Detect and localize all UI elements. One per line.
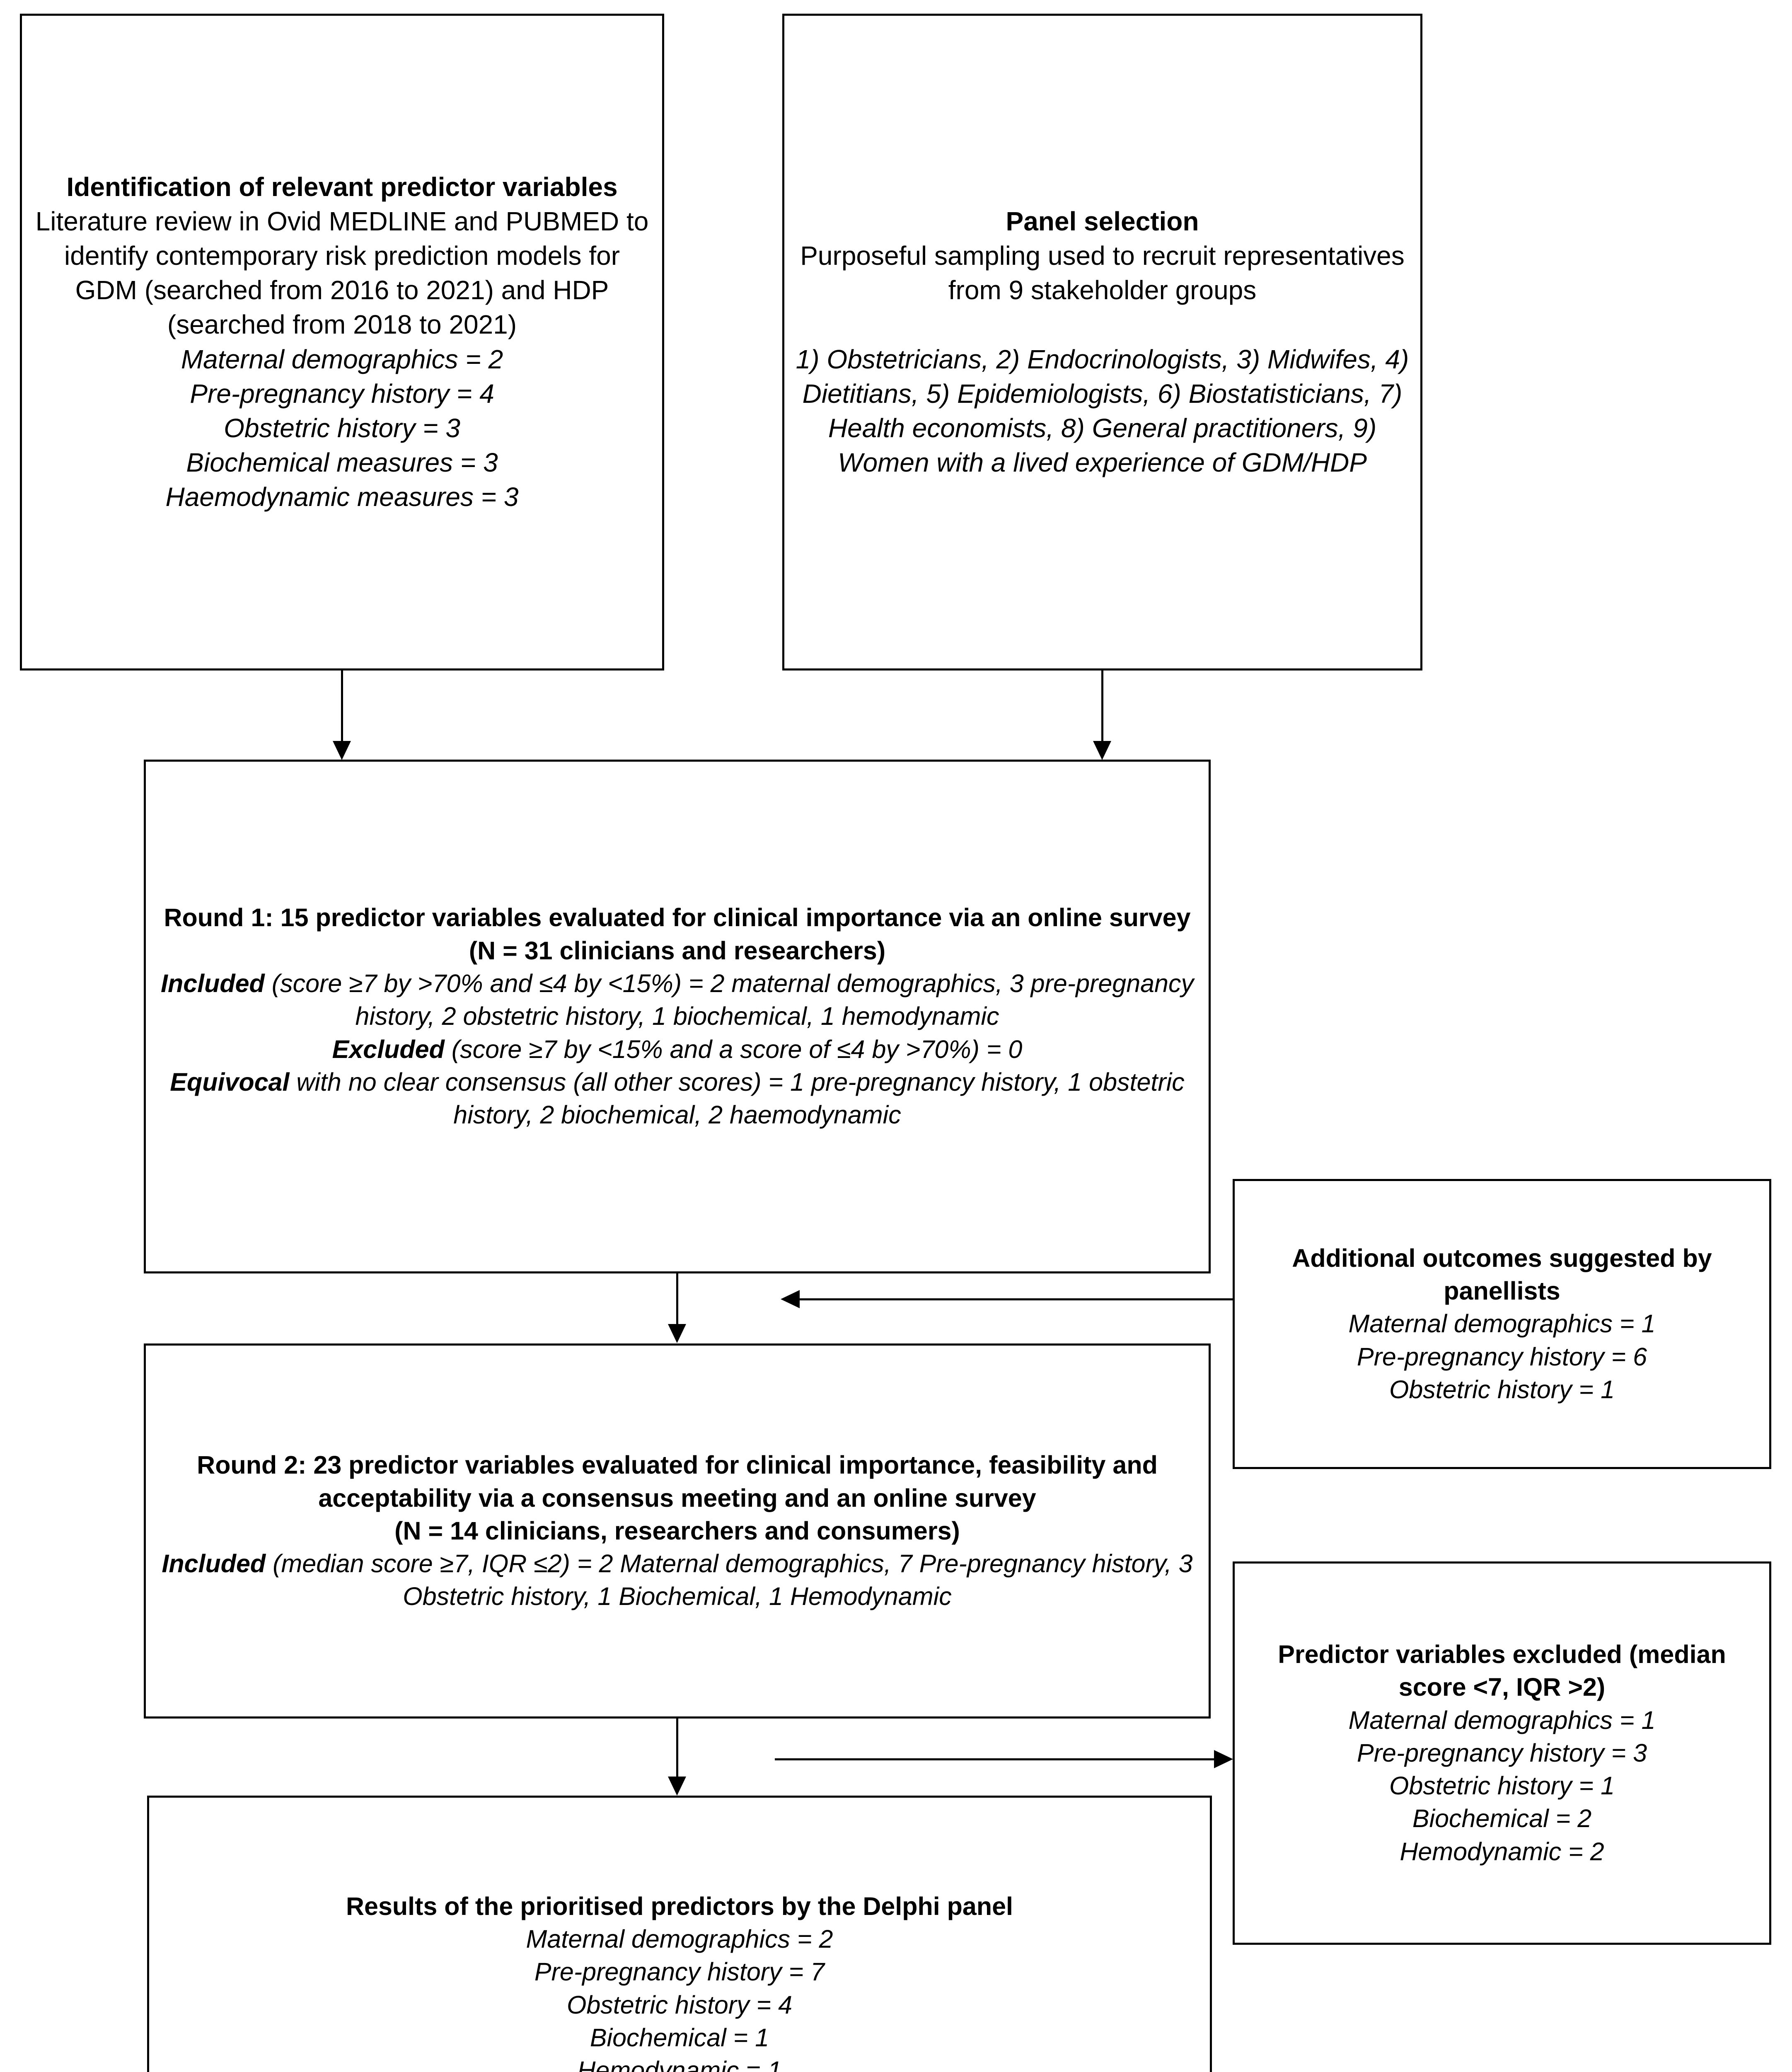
- connector-identification-to-round1-arrow: [333, 741, 351, 760]
- round1-included: Included (score ≥7 by >70% and ≤4 by <15…: [157, 967, 1198, 1033]
- connector-round2-to-results-arrow: [668, 1777, 686, 1796]
- round1-subtitle: (N = 31 clinicians and researchers): [469, 936, 886, 965]
- results-item-4: Hemodynamic = 1: [577, 2056, 782, 2072]
- connector-additional-to-round2-arrow: [781, 1290, 800, 1308]
- round1-excluded-label: Excluded: [332, 1035, 445, 1063]
- results-item-0: Maternal demographics = 2: [526, 1925, 833, 1953]
- box-predictor-variables-excluded: Predictor variables excluded (median sco…: [1233, 1561, 1771, 1945]
- round1-excluded: Excluded (score ≥7 by <15% and a score o…: [157, 1033, 1198, 1066]
- excluded-item-1: Pre-pregnancy history = 3: [1357, 1738, 1647, 1767]
- excluded-title: Predictor variables excluded (median sco…: [1278, 1640, 1726, 1702]
- connector-panel-to-round1-arrow: [1093, 741, 1111, 760]
- additional-item-1: Pre-pregnancy history = 6: [1357, 1342, 1647, 1371]
- excluded-item-4: Hemodynamic = 2: [1400, 1837, 1604, 1866]
- box-round-2: Round 2: 23 predictor variables evaluate…: [144, 1343, 1211, 1719]
- identification-item-4: Haemodynamic measures = 3: [165, 482, 519, 512]
- results-title: Results of the prioritised predictors by…: [346, 1892, 1013, 1920]
- results-item-3: Biochemical = 1: [590, 2024, 769, 2052]
- round1-equivocal: Equivocal with no clear consensus (all o…: [157, 1066, 1198, 1132]
- identification-item-0: Maternal demographics = 2: [181, 344, 503, 374]
- identification-item-1: Pre-pregnancy history = 4: [190, 378, 494, 409]
- results-item-1: Pre-pregnancy history = 7: [534, 1958, 825, 1986]
- round1-included-text: (score ≥7 by >70% and ≤4 by <15%) = 2 ma…: [264, 969, 1194, 1031]
- box-identification-of-predictor-variables: Identification of relevant predictor var…: [20, 14, 664, 670]
- box-round-1: Round 1: 15 predictor variables evaluate…: [144, 760, 1211, 1273]
- box-panel-selection: Panel selection Purposeful sampling used…: [782, 14, 1422, 670]
- round1-title: Round 1: 15 predictor variables evaluate…: [164, 903, 1191, 932]
- identification-item-3: Biochemical measures = 3: [186, 448, 498, 478]
- box-results-prioritised-predictors: Results of the prioritised predictors by…: [147, 1796, 1212, 2072]
- connector-round2-to-excluded-line: [775, 1758, 1214, 1760]
- additional-item-2: Obstetric history = 1: [1389, 1375, 1615, 1404]
- excluded-item-0: Maternal demographics = 1: [1348, 1706, 1656, 1734]
- additional-item-0: Maternal demographics = 1: [1348, 1310, 1656, 1338]
- round1-equivocal-text: with no clear consensus (all other score…: [289, 1067, 1185, 1129]
- round2-title: Round 2: 23 predictor variables evaluate…: [197, 1451, 1158, 1512]
- results-item-2: Obstetric history = 4: [566, 1990, 793, 2019]
- box-additional-outcomes: Additional outcomes suggested by panelli…: [1233, 1179, 1771, 1469]
- connector-additional-to-round2-line: [800, 1298, 1234, 1300]
- identification-item-2: Obstetric history = 3: [224, 413, 460, 443]
- connector-round2-to-results-line: [676, 1719, 678, 1777]
- round2-included: Included (median score ≥7, IQR ≤2) = 2 M…: [157, 1547, 1198, 1613]
- identification-body: Literature review in Ovid MEDLINE and PU…: [35, 206, 649, 340]
- round1-included-label: Included: [161, 969, 265, 998]
- connector-round2-to-excluded-arrow: [1214, 1750, 1233, 1768]
- panel-stakeholder-groups: 1) Obstetricians, 2) Endocrinologists, 3…: [796, 344, 1409, 478]
- connector-round1-to-round2-arrow: [668, 1324, 686, 1343]
- connector-panel-to-round1-line: [1101, 670, 1103, 741]
- round1-equivocal-label: Equivocal: [170, 1067, 290, 1096]
- panel-body: Purposeful sampling used to recruit repr…: [800, 240, 1405, 305]
- round2-included-label: Included: [162, 1549, 266, 1578]
- panel-title: Panel selection: [1006, 206, 1199, 236]
- round1-excluded-text: (score ≥7 by <15% and a score of ≤4 by >…: [444, 1035, 1023, 1063]
- additional-title: Additional outcomes suggested by panelli…: [1292, 1244, 1712, 1305]
- excluded-item-2: Obstetric history = 1: [1389, 1772, 1615, 1800]
- identification-title: Identification of relevant predictor var…: [66, 172, 618, 202]
- round2-subtitle: (N = 14 clinicians, researchers and cons…: [394, 1516, 960, 1545]
- excluded-item-3: Biochemical = 2: [1412, 1804, 1592, 1833]
- connector-identification-to-round1-line: [341, 670, 343, 741]
- connector-round1-to-round2-line: [676, 1273, 678, 1324]
- round2-included-text: (median score ≥7, IQR ≤2) = 2 Maternal d…: [266, 1549, 1193, 1611]
